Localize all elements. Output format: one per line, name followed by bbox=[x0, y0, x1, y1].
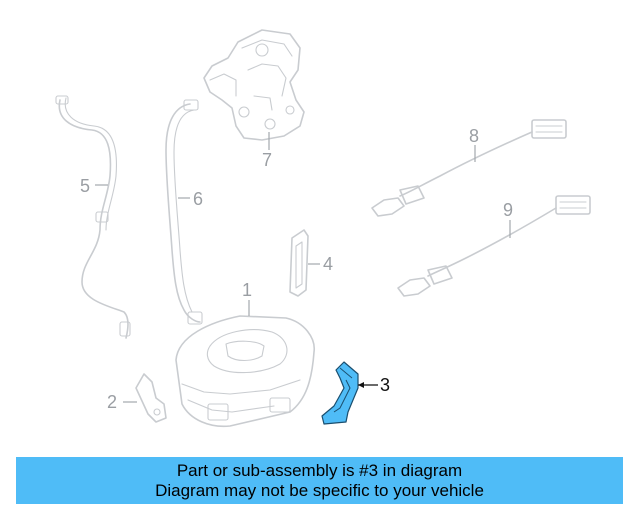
info-banner: Part or sub-assembly is #3 in diagram Di… bbox=[16, 457, 623, 504]
callout-6: 6 bbox=[193, 189, 203, 209]
part-3-bracket-highlighted bbox=[321, 361, 359, 425]
callout-3: 3 bbox=[380, 375, 390, 395]
part-8-oxygen-sensor bbox=[371, 119, 567, 217]
banner-line-1: Part or sub-assembly is #3 in diagram bbox=[176, 460, 463, 480]
parts-diagram: 7 5 6 8 9 4 bbox=[55, 29, 591, 428]
callout-4: 4 bbox=[323, 254, 333, 274]
part-1-canister bbox=[175, 315, 315, 428]
callout-9: 9 bbox=[503, 200, 513, 220]
part-4-bracket bbox=[289, 229, 309, 297]
part-9-oxygen-sensor bbox=[397, 195, 591, 297]
part-6-hose bbox=[165, 99, 203, 325]
callout-5: 5 bbox=[80, 176, 90, 196]
callout-1: 1 bbox=[242, 280, 252, 300]
part-2-clip bbox=[135, 373, 167, 423]
callout-8: 8 bbox=[469, 126, 479, 146]
callout-7: 7 bbox=[262, 150, 272, 170]
callout-2: 2 bbox=[107, 392, 117, 412]
banner-line-2: Diagram may not be specific to your vehi… bbox=[155, 480, 484, 500]
part-5-hose bbox=[55, 95, 131, 339]
part-7-valve-assembly bbox=[203, 29, 305, 141]
